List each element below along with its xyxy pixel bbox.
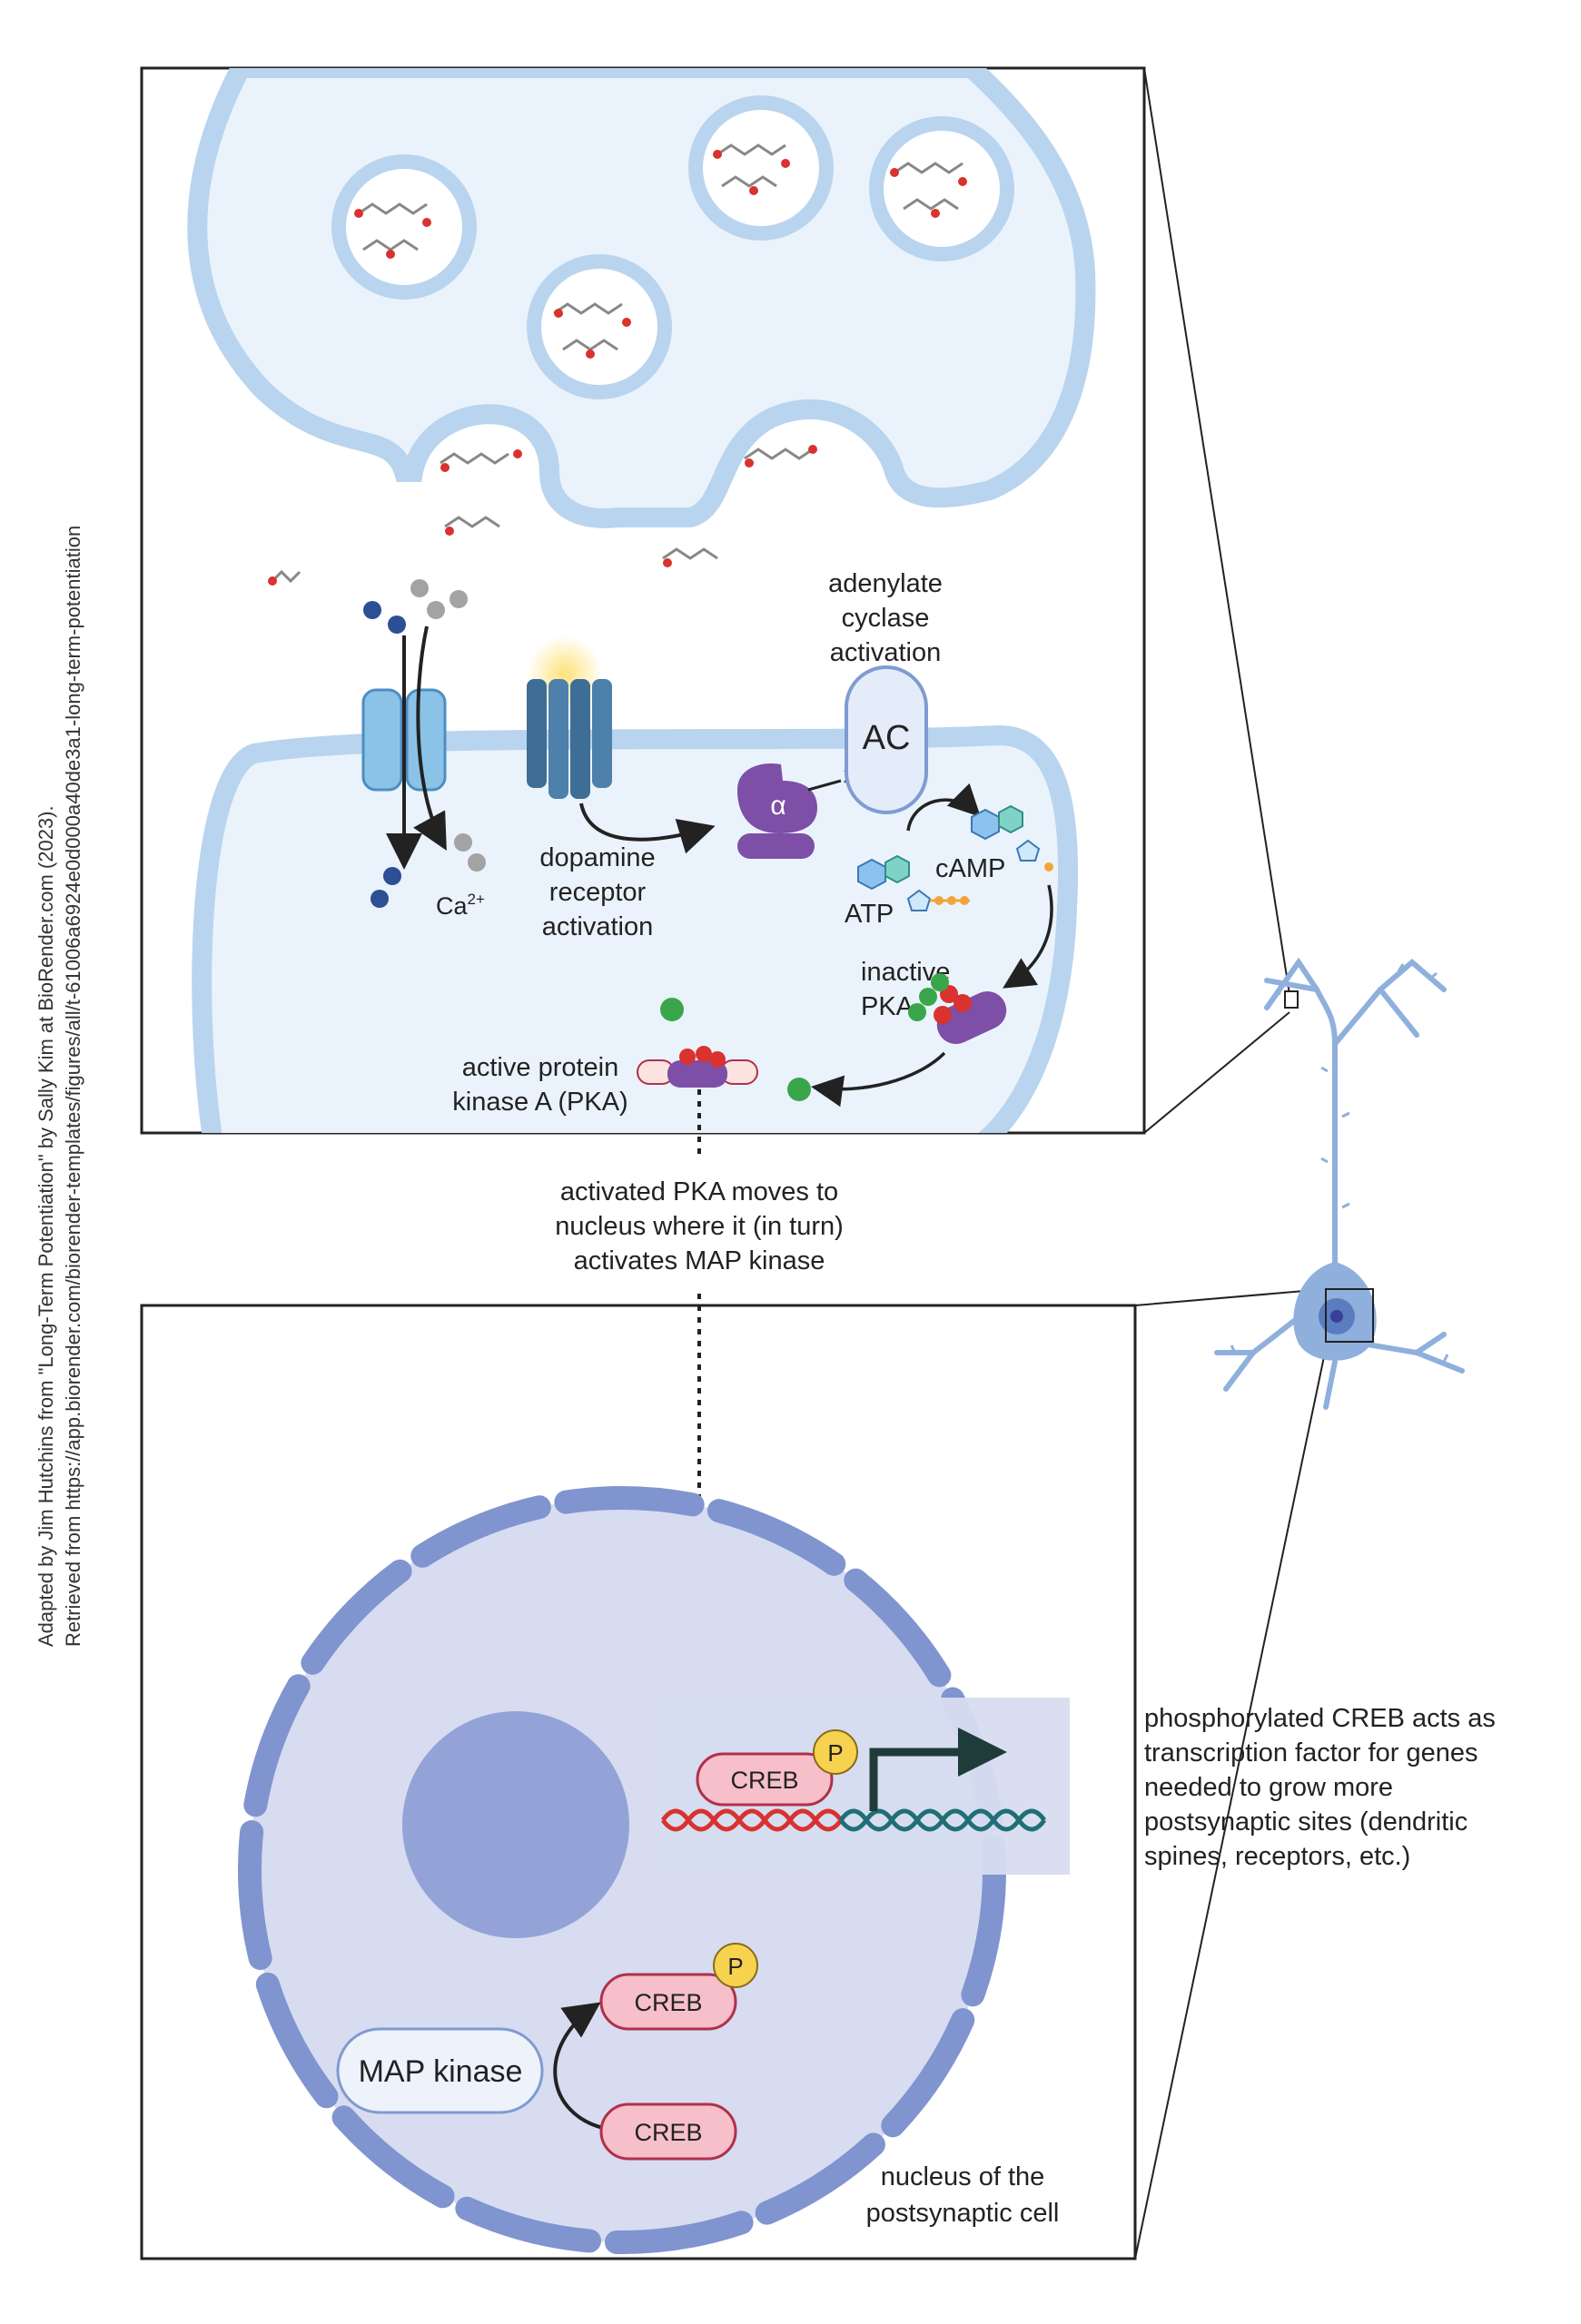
soma-zoom-box	[1325, 1288, 1374, 1343]
dna-strand	[660, 1808, 1047, 1832]
ac-activation-label-3: activation	[830, 638, 942, 667]
vesicle	[869, 116, 1014, 261]
neurotransmitter-molecules	[271, 143, 963, 584]
vesicle	[331, 154, 477, 300]
inactive-pka-label-2: PKA	[861, 992, 914, 1021]
inactive-pka	[908, 973, 1007, 1045]
dopamine-label-2: receptor	[549, 878, 647, 907]
ions	[363, 579, 486, 908]
creb-note-4: postsynaptic sites (dendritic	[1144, 1807, 1467, 1837]
phosphate-label: P	[727, 1953, 743, 1980]
dopamine-label-1: dopamine	[539, 843, 655, 872]
credit-line-1: Adapted by Jim Hutchins from "Long-Term …	[35, 805, 57, 1647]
credit-text: Adapted by Jim Hutchins from "Long-Term …	[35, 526, 84, 1647]
phosphate-label: P	[827, 1739, 843, 1767]
phosphorylation-arrow	[553, 2002, 608, 2131]
ca-label: Ca2+	[436, 891, 485, 920]
synapse-panel: Ca2+ dopamine receptor activation α aden…	[187, 68, 1096, 1133]
nucleolus	[402, 1711, 629, 1938]
neuron-nucleolus	[1330, 1310, 1343, 1323]
zoom-line	[1143, 1011, 1290, 1134]
camp-molecule	[971, 804, 1053, 872]
neuron-spines	[1230, 963, 1449, 1363]
nucleus-caption-2: postsynaptic cell	[866, 2199, 1060, 2228]
active-pka-label-1: active protein	[462, 1053, 619, 1082]
transition-text-3: activates MAP kinase	[574, 1246, 825, 1275]
dendrite-zoom-box	[1284, 990, 1299, 1009]
atp-label: ATP	[845, 900, 894, 929]
nucleus-panel-frame	[140, 1304, 1137, 2260]
creb-phosphorylated: CREB P	[599, 1943, 758, 2031]
alpha-label: α	[770, 791, 786, 821]
creb-label: CREB	[634, 2119, 702, 2146]
regulatory-subunit	[660, 998, 684, 1021]
g-protein-alpha	[737, 763, 864, 859]
atp-molecule	[857, 854, 970, 911]
vesicle	[688, 95, 834, 241]
creb-phosphorylated-on-dna: CREB P	[696, 1729, 858, 1807]
creb-note-2: transcription factor for genes	[1144, 1738, 1478, 1768]
vesicle	[527, 254, 672, 399]
creb-note-5: spines, receptors, etc.)	[1144, 1842, 1410, 1871]
active-pka	[637, 1046, 758, 1088]
zoom-line	[1134, 1288, 1327, 1306]
ac-activation-label-2: cyclase	[842, 604, 930, 633]
oxygen-atoms	[268, 150, 967, 586]
creb-label: CREB	[634, 1989, 702, 2016]
creb-unphosphorylated: CREB	[599, 2102, 737, 2161]
creb-note-1: phosphorylated CREB acts as	[1144, 1704, 1496, 1733]
zoom-line	[1143, 67, 1290, 995]
map-kinase: MAP kinase	[336, 2027, 544, 2114]
regulatory-subunit	[787, 1078, 811, 1101]
transcription-arrow	[869, 1728, 1007, 1811]
neuron	[1214, 957, 1465, 1410]
adenylate-cyclase	[845, 665, 928, 814]
dopamine-label-3: activation	[542, 912, 654, 941]
credit-line-2: Retrieved from https://app.biorender.com…	[62, 526, 84, 1647]
dopamine-receptor	[527, 635, 716, 854]
zoom-line	[1134, 1347, 1327, 2260]
creb-label: CREB	[730, 1767, 798, 1794]
active-pka-label-2: kinase A (PKA)	[452, 1088, 627, 1117]
ion-channel	[361, 625, 447, 870]
transition-text-2: nucleus where it (in turn)	[555, 1212, 844, 1241]
transition-text-1: activated PKA moves to	[560, 1177, 838, 1206]
map-kinase-label: MAP kinase	[359, 2054, 523, 2089]
creb-note-3: needed to grow more	[1144, 1773, 1393, 1802]
ac-activation-label-1: adenylate	[828, 569, 943, 598]
ac-label: AC	[863, 719, 911, 757]
camp-label: cAMP	[935, 854, 1005, 883]
nucleus-caption-1: nucleus of the	[881, 2162, 1045, 2191]
